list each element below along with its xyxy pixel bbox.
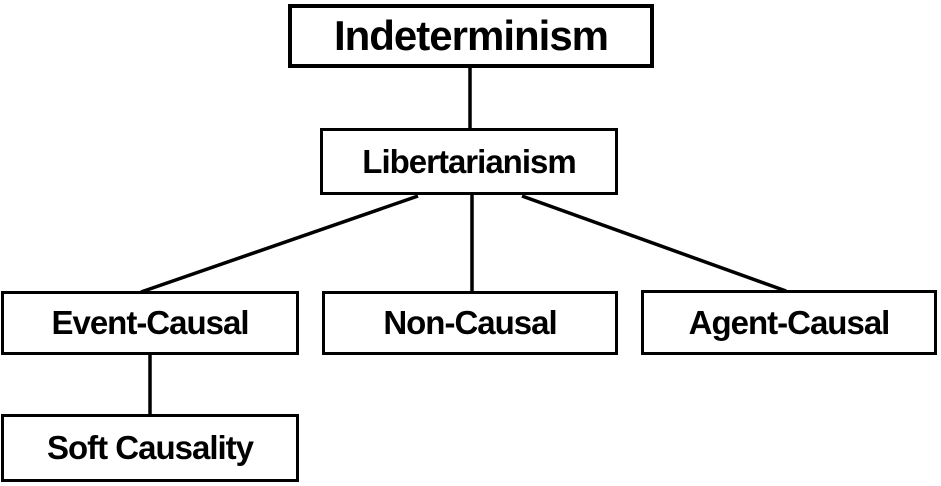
connector-libertarianism-agent-causal <box>521 194 787 293</box>
node-libertarianism: Libertarianism <box>320 128 618 195</box>
node-indeterminism-label: Indeterminism <box>333 12 609 59</box>
node-non-causal: Non-Causal <box>322 291 618 355</box>
node-soft-causality: Soft Causality <box>1 414 299 482</box>
node-soft-causality-label: Soft Causality <box>46 429 254 466</box>
connector-libertarianism-event-causal <box>140 194 419 294</box>
node-agent-causal: Agent-Causal <box>641 290 937 355</box>
node-libertarianism-label: Libertarianism <box>362 142 576 180</box>
node-agent-causal-label: Agent-Causal <box>688 303 891 341</box>
node-non-causal-label: Non-Causal <box>383 304 557 341</box>
node-event-causal-label: Event-Causal <box>51 304 249 341</box>
node-event-causal: Event-Causal <box>1 291 299 355</box>
node-indeterminism: Indeterminism <box>288 4 654 68</box>
